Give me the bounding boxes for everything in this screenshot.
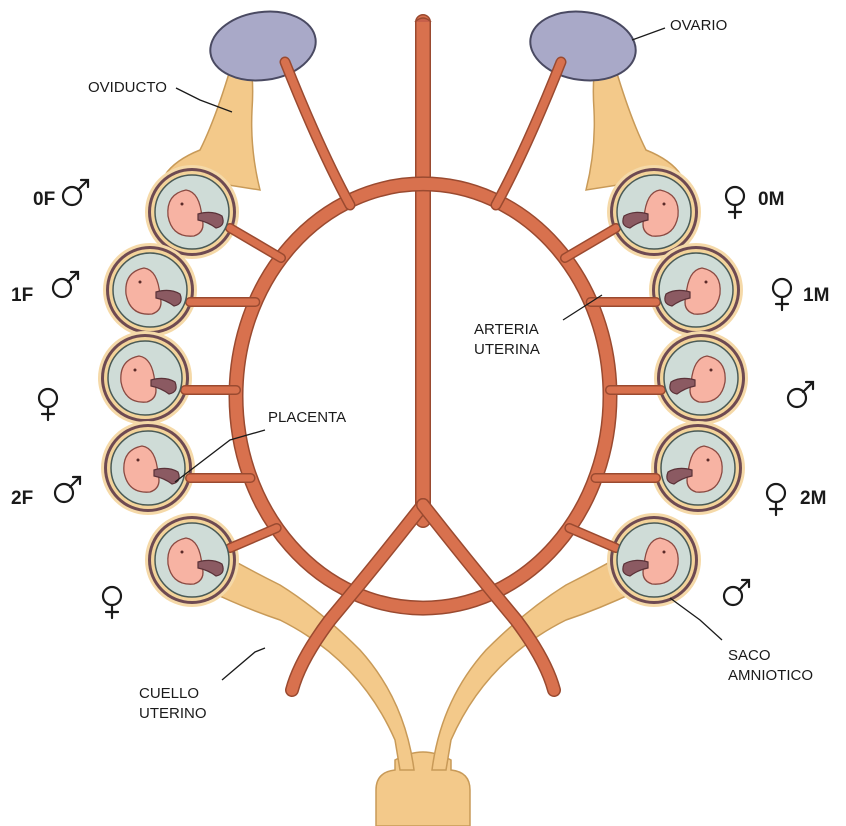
- label-placenta: PLACENTA: [268, 409, 346, 426]
- sex-symbol-left-0: [63, 180, 88, 205]
- position-label-left-0: 0F: [33, 189, 55, 210]
- label-ovary: OVARIO: [670, 17, 727, 34]
- position-label-left-1: 1F: [11, 285, 33, 306]
- embryo-eye: [139, 281, 142, 284]
- sex-symbol-right-3: [767, 484, 785, 515]
- ovary-left: [206, 5, 320, 87]
- sex-symbol-right-4: [724, 580, 749, 605]
- label-amniotic-sac-1: SACO: [728, 647, 771, 664]
- sex-symbol-right-0: [726, 187, 744, 218]
- position-label-right-0: 0M: [758, 189, 784, 210]
- embryo-left-1: [113, 253, 187, 327]
- artery-ovary-left: [285, 62, 350, 205]
- embryo-right-4: [617, 523, 691, 597]
- embryo-eye: [137, 459, 140, 462]
- sex-symbol-left-1: [53, 272, 78, 297]
- embryo-eye: [181, 551, 184, 554]
- sex-symbol-right-1: [773, 279, 791, 310]
- ovary-right: [526, 5, 640, 87]
- artery-branch-right-4: [569, 528, 616, 548]
- embryo-right-1: [659, 253, 733, 327]
- embryo-eye: [707, 459, 710, 462]
- artery-branch-left-4: [230, 528, 277, 548]
- embryo-eye: [134, 369, 137, 372]
- embryo-eye: [181, 203, 184, 206]
- leader-ovary: [632, 28, 665, 40]
- label-uterine-artery-2: UTERINA: [474, 341, 540, 358]
- sex-symbol-left-3: [55, 477, 80, 502]
- embryo-eye: [663, 551, 666, 554]
- embryo-right-3: [661, 431, 735, 505]
- embryo-left-4: [155, 523, 229, 597]
- embryo-left-0: [155, 175, 229, 249]
- artery-ovary-right: [496, 62, 561, 205]
- sex-symbol-left-2: [39, 389, 57, 420]
- leader-amniotic-sac: [670, 598, 722, 640]
- embryo-eye: [705, 281, 708, 284]
- label-amniotic-sac-2: AMNIOTICO: [728, 667, 813, 684]
- position-label-right-1: 1M: [803, 285, 829, 306]
- position-label-right-3: 2M: [800, 488, 826, 509]
- embryo-left-3: [111, 431, 185, 505]
- embryo-right-2: [664, 341, 738, 415]
- embryo-eye: [663, 203, 666, 206]
- embryo-right-0: [617, 175, 691, 249]
- artery-branch-right-0: [565, 228, 616, 258]
- vagina: [376, 752, 470, 826]
- artery-branch-left-0: [230, 228, 281, 258]
- position-label-left-3: 2F: [11, 488, 33, 509]
- label-oviduct: OVIDUCTO: [88, 79, 167, 96]
- label-cervix-2: UTERINO: [139, 705, 207, 722]
- label-uterine-artery-1: ARTERIA: [474, 321, 539, 338]
- leader-cervix: [222, 648, 265, 680]
- embryo-left-2: [108, 341, 182, 415]
- sex-symbol-left-4: [103, 587, 121, 618]
- embryo-eye: [710, 369, 713, 372]
- sex-symbol-right-2: [788, 382, 813, 407]
- label-cervix-1: CUELLO: [139, 685, 199, 702]
